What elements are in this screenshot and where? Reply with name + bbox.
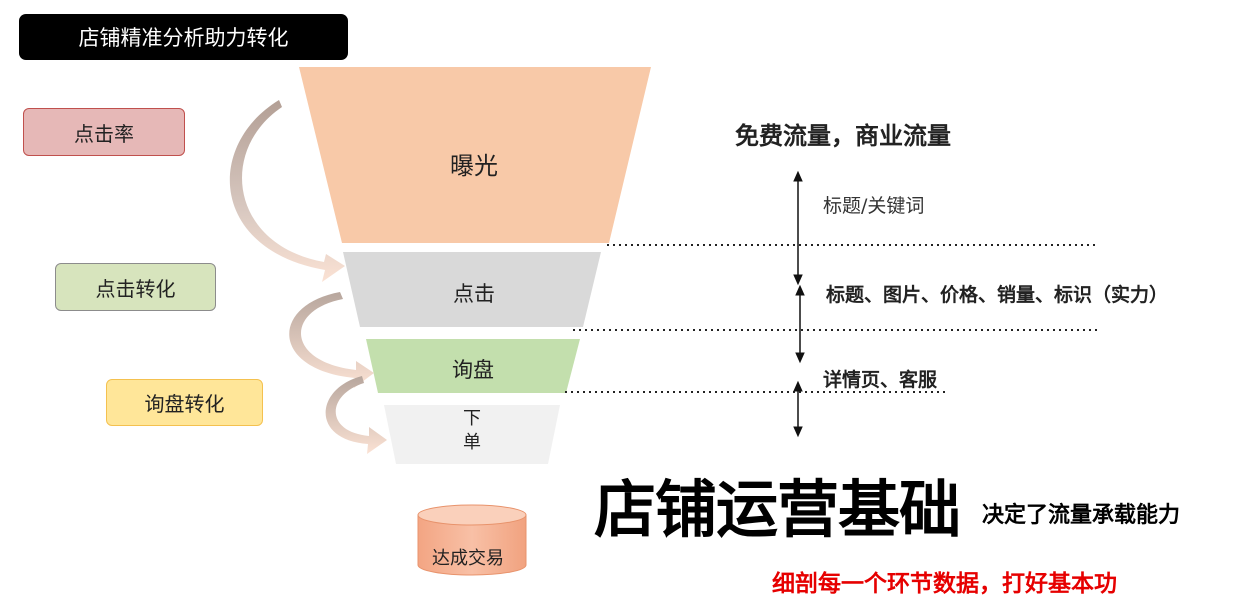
funnel-click-label: 点击 bbox=[453, 282, 495, 306]
click-conversion-label: 点击转化 bbox=[95, 276, 176, 301]
click-rate-label: 点击率 bbox=[74, 121, 134, 146]
funnel-inquiry-label: 询盘 bbox=[452, 358, 494, 382]
curved-arrow-2 bbox=[289, 292, 374, 388]
funnel-exposure bbox=[299, 67, 651, 243]
double-arrow-2 bbox=[795, 284, 805, 364]
page-title: 店铺精准分析助力转化 bbox=[19, 14, 348, 60]
funnel-click bbox=[343, 252, 601, 327]
deal-cylinder-icon bbox=[417, 504, 527, 576]
deal-label: 达成交易 bbox=[432, 548, 504, 569]
double-arrow-3 bbox=[793, 380, 803, 438]
funnel-exposure-label: 曝光 bbox=[450, 152, 498, 180]
double-arrow-1 bbox=[793, 170, 803, 286]
slogan: 细剖每一个环节数据，打好基本功 bbox=[772, 571, 1117, 597]
funnel-order bbox=[384, 405, 560, 464]
inquiry-factors-note: 详情页、客服 bbox=[823, 369, 938, 391]
foundation-headline: 店铺运营基础 bbox=[594, 473, 961, 546]
inquiry-conversion-label: 询盘转化 bbox=[144, 392, 225, 416]
funnel-order-label-line2: 单 bbox=[463, 432, 481, 453]
inquiry-conversion-box: 询盘转化 bbox=[106, 379, 263, 426]
foundation-subtext: 决定了流量承载能力 bbox=[982, 503, 1181, 528]
curved-arrow-1 bbox=[229, 100, 345, 282]
click-factors-note: 标题、图片、价格、销量、标识（实力） bbox=[826, 284, 1169, 306]
click-conversion-box: 点击转化 bbox=[55, 263, 216, 311]
click-rate-box: 点击率 bbox=[23, 108, 185, 156]
exposure-factor-note: 标题/关键词 bbox=[823, 195, 925, 217]
traffic-note: 免费流量，商业流量 bbox=[735, 122, 951, 150]
curved-arrow-3 bbox=[325, 376, 387, 454]
funnel-inquiry bbox=[366, 339, 580, 393]
funnel-order-label-line1: 下 bbox=[463, 408, 481, 429]
